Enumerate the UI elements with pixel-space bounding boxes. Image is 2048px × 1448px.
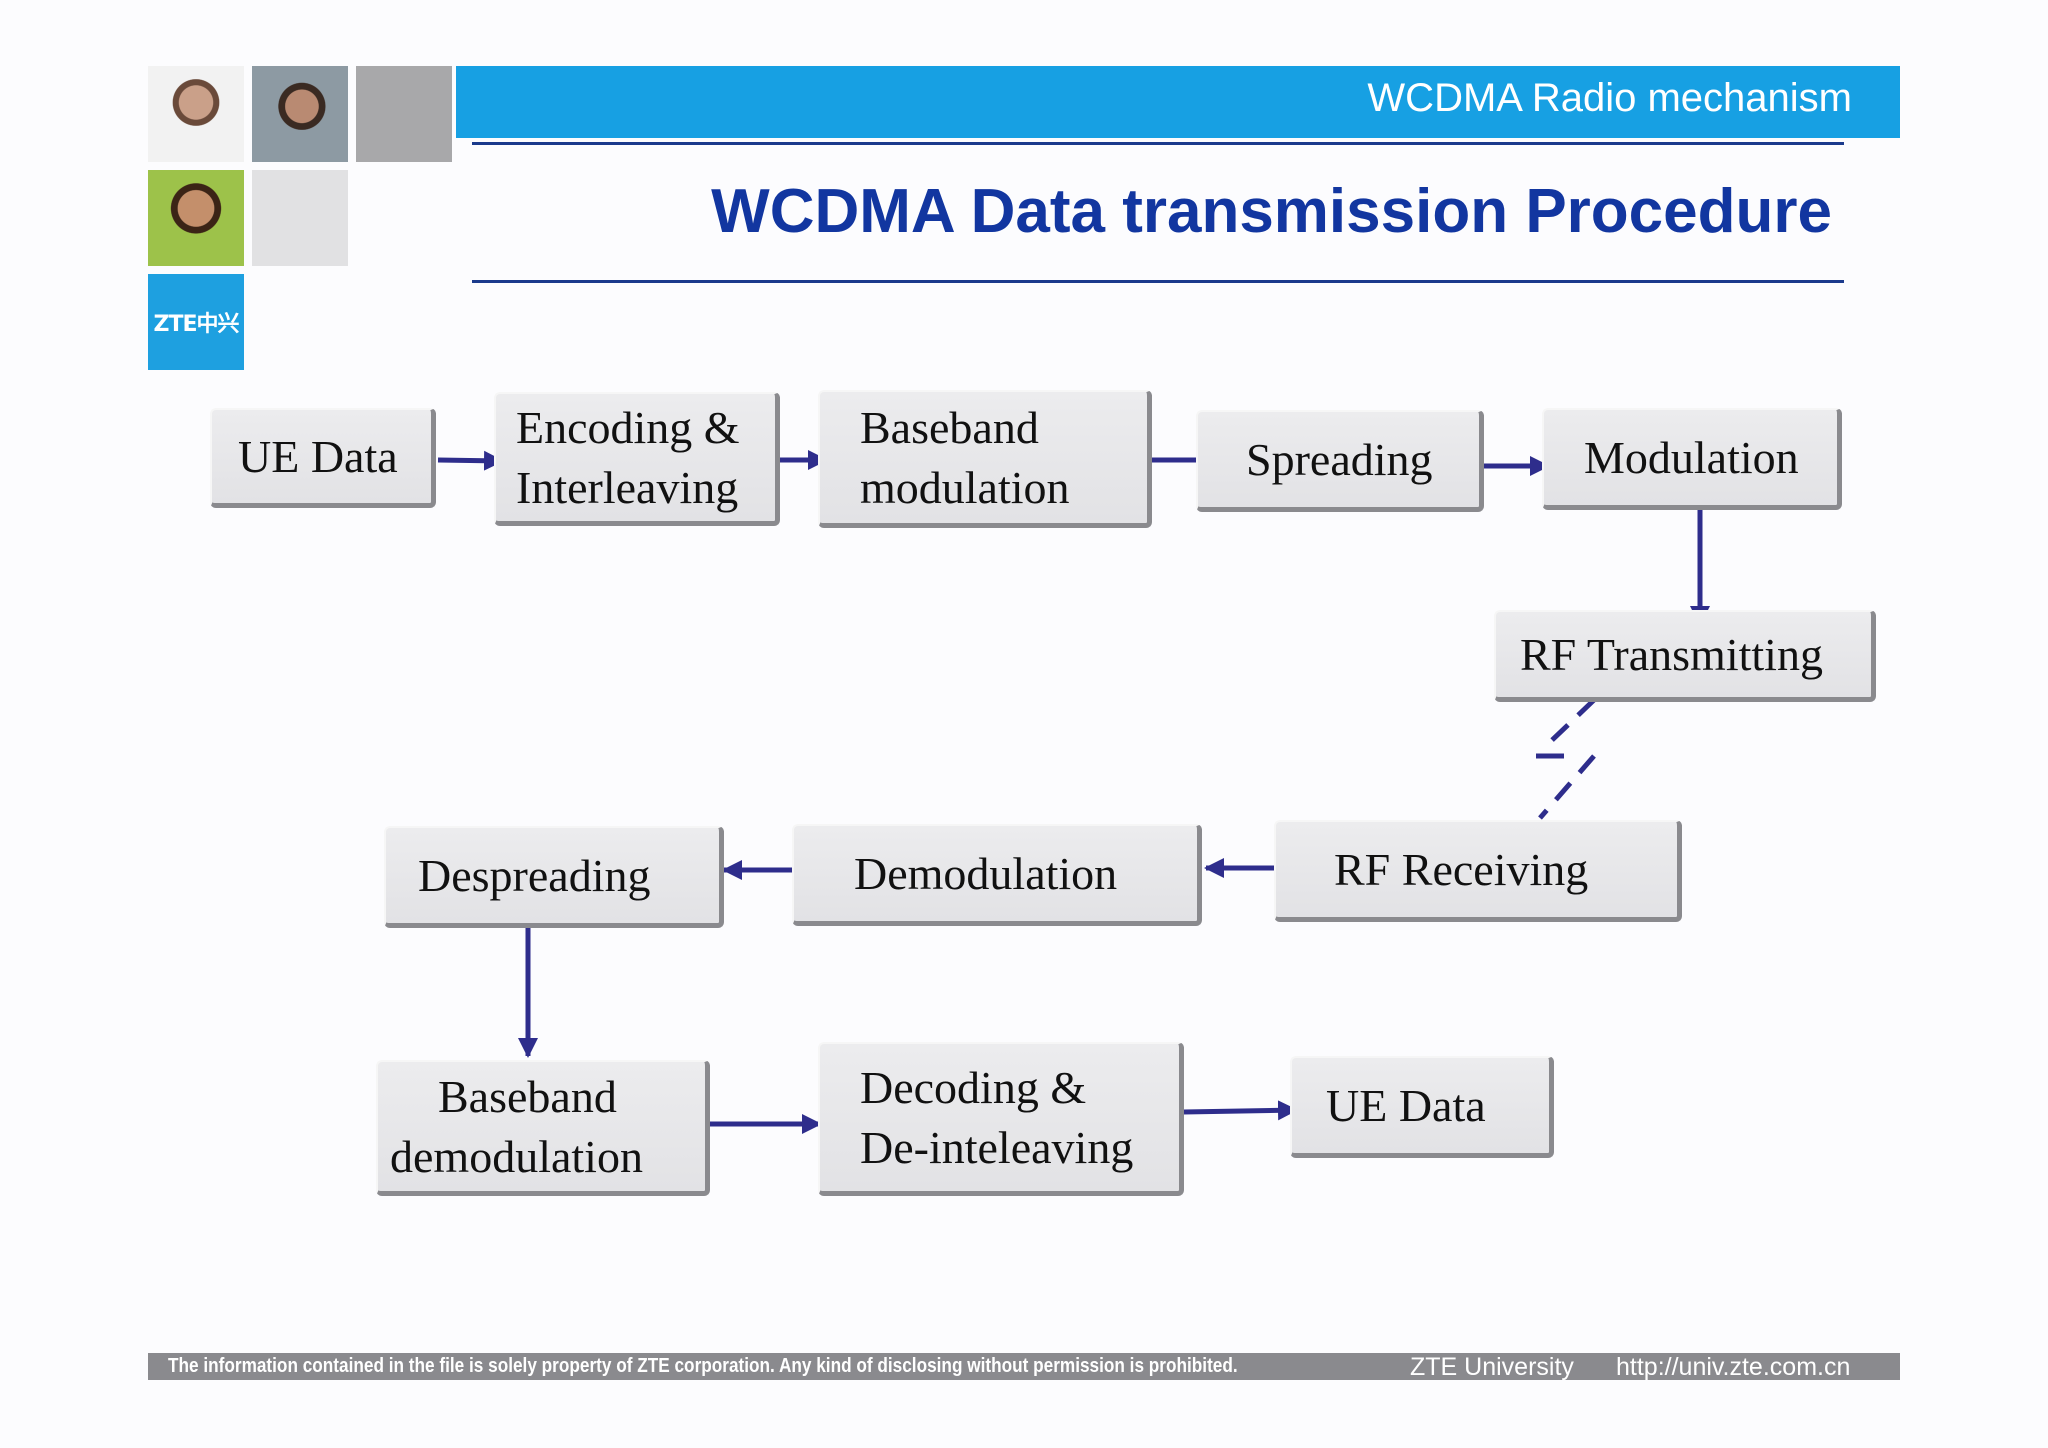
- arrow-uedata-to-encoding: [437, 450, 504, 471]
- zte-logo: ZTE中兴: [148, 274, 244, 370]
- box-baseband-mod-line2: modulation: [860, 461, 1070, 513]
- box-demodulation-label: Demodulation: [854, 847, 1118, 899]
- box-demodulation: Demodulation: [792, 824, 1202, 926]
- box-despreading: Despreading: [384, 826, 724, 928]
- box-encoding-interleaving: Encoding & Interleaving: [494, 392, 780, 526]
- photo-man-1: [148, 66, 244, 162]
- zte-logo-text: ZTE中兴: [153, 312, 240, 337]
- photo-man-2: [252, 66, 348, 162]
- box-baseband-demod-line2: demodulation: [390, 1130, 643, 1182]
- box-ue-data-tx: UE Data: [210, 408, 436, 508]
- box-ue-data-rx: UE Data: [1290, 1056, 1554, 1158]
- arrow-decoding-to-uedata: [1183, 1100, 1298, 1121]
- box-rf-receiving: RF Receiving: [1274, 820, 1682, 922]
- decorative-light-tile: [252, 170, 348, 266]
- banner-title: WCDMA Radio mechanism: [1367, 76, 1852, 120]
- box-baseband-mod-line1: Baseband: [860, 401, 1039, 453]
- header-banner: WCDMA Radio mechanism: [456, 66, 1900, 138]
- box-decoding-line2: De-inteleaving: [860, 1121, 1134, 1173]
- box-encoding-line2: Interleaving: [516, 461, 739, 513]
- box-rf-transmitting: RF Transmitting: [1494, 610, 1876, 702]
- footer-bar: The information contained in the file is…: [148, 1353, 1900, 1381]
- box-rf-transmitting-label: RF Transmitting: [1520, 628, 1823, 680]
- box-despreading-label: Despreading: [418, 849, 651, 901]
- box-baseband-modulation: Baseband modulation: [818, 390, 1152, 528]
- box-baseband-demodulation: Baseband demodulation: [376, 1060, 710, 1196]
- box-baseband-demod-line1: Baseband: [438, 1070, 617, 1122]
- footer-notice: The information contained in the file is…: [168, 1355, 1238, 1377]
- photo-woman: [148, 170, 244, 266]
- box-rf-receiving-label: RF Receiving: [1334, 843, 1589, 895]
- box-encoding-line1: Encoding &: [516, 401, 740, 453]
- decorative-grey-tile: [356, 66, 452, 162]
- box-spreading: Spreading: [1196, 410, 1484, 512]
- footer-url: http://univ.zte.com.cn: [1616, 1353, 1851, 1381]
- box-decoding-deinterleaving: Decoding & De-inteleaving: [818, 1042, 1184, 1196]
- footer-university: ZTE University: [1410, 1353, 1574, 1381]
- box-ue-data-tx-label: UE Data: [238, 430, 398, 482]
- title-rule-bottom: [472, 280, 1844, 283]
- box-decoding-line1: Decoding &: [860, 1061, 1087, 1113]
- radio-link-zigzag: [1536, 698, 1596, 820]
- box-spreading-label: Spreading: [1246, 433, 1433, 485]
- box-modulation-label: Modulation: [1584, 431, 1799, 483]
- page-title: WCDMA Data transmission Procedure: [711, 177, 1832, 246]
- title-rule-top: [472, 142, 1844, 145]
- box-modulation: Modulation: [1542, 408, 1842, 510]
- box-ue-data-rx-label: UE Data: [1326, 1079, 1486, 1131]
